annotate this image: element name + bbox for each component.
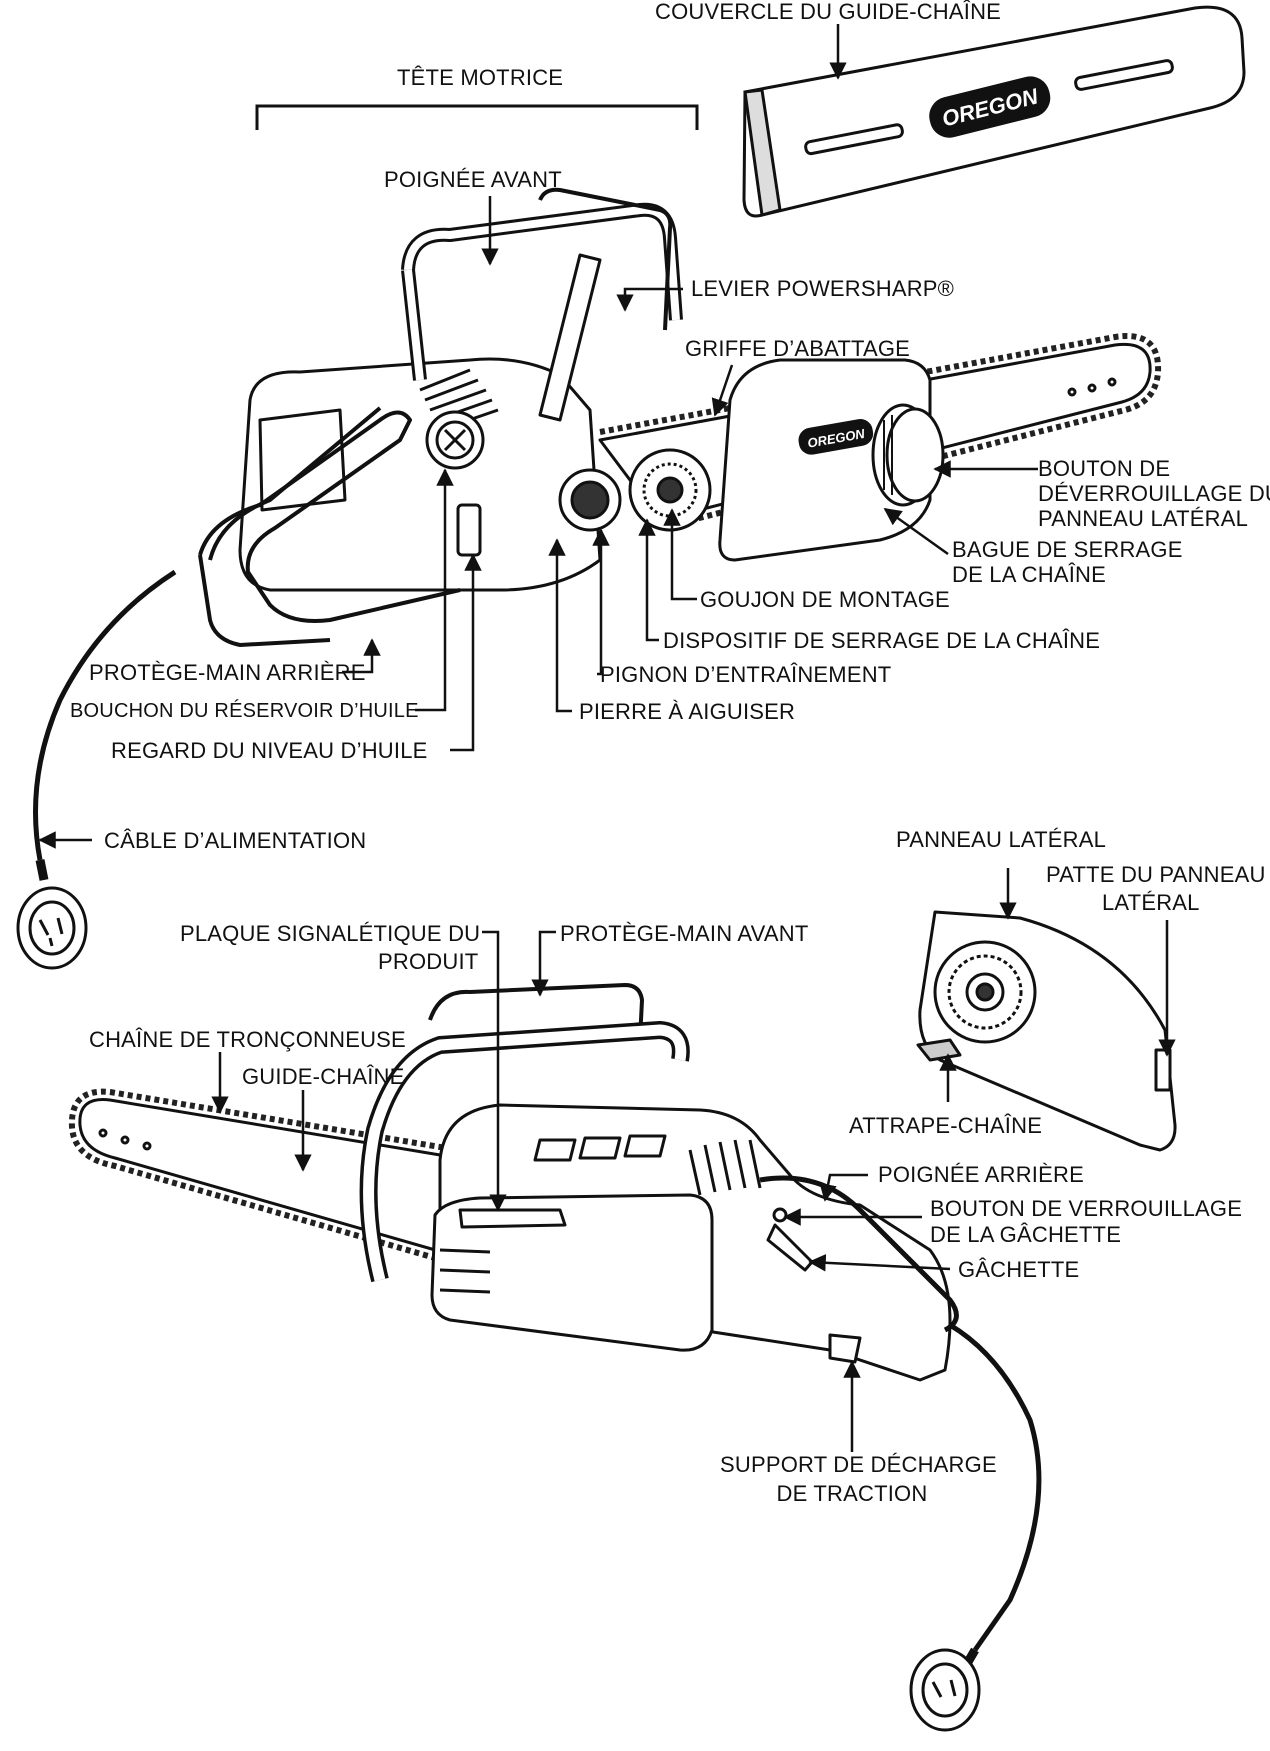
side-panel-drawing (916, 910, 1177, 1152)
label-trigger-lockout-2: DE LA GÂCHETTE (930, 1222, 1122, 1247)
leader-front-guard (531, 930, 556, 997)
leader-powersharp (616, 287, 683, 312)
label-rear-hand-guard: PROTÈGE-MAIN ARRIÈRE (89, 660, 366, 685)
label-power-cord: CÂBLE D’ALIMENTATION (104, 828, 367, 853)
label-chain-tensioner: DISPOSITIF DE SERRAGE DE LA CHAÎNE (663, 628, 1101, 653)
label-side-panel-tab-2: LATÉRAL (1102, 890, 1200, 915)
leader-drive-sprocket (592, 528, 610, 676)
label-front-handle: POIGNÉE AVANT (384, 167, 562, 192)
label-trigger-lockout-1: BOUTON DE VERROUILLAGE (930, 1196, 1243, 1221)
label-side-panel: PANNEAU LATÉRAL (896, 827, 1107, 852)
label-rear-handle: POIGNÉE ARRIÈRE (878, 1162, 1084, 1187)
leader-trigger (808, 1254, 951, 1272)
leader-rating-plate (482, 930, 507, 1212)
label-felling-spike: GRIFFE D’ABATTAGE (685, 336, 911, 361)
label-saw-chain: CHAÎNE DE TRONÇONNEUSE (89, 1027, 406, 1052)
bottom-chainsaw-drawing (68, 983, 1042, 1732)
label-sharpening-stone: PIERRE À AIGUISER (579, 699, 796, 724)
label-strain-relief-2: DE TRACTION (776, 1481, 928, 1506)
label-chain-catcher: ATTRAPE-CHAÎNE (849, 1113, 1043, 1138)
guide-bar-cover-drawing: OREGON (742, 5, 1246, 218)
label-mounting-stud: GOUJON DE MONTAGE (700, 587, 950, 612)
top-chainsaw-drawing: OREGON (16, 187, 1162, 970)
leader-tensioner (638, 518, 659, 642)
label-strain-relief-1: SUPPORT DE DÉCHARGE (720, 1452, 997, 1477)
label-tension-ring-1: BAGUE DE SERRAGE (952, 537, 1183, 562)
leader-mounting-stud (663, 508, 697, 601)
leader-oil-window (450, 553, 482, 752)
label-panel-release-3: PANNEAU LATÉRAL (1038, 506, 1249, 531)
leader-sharpening-stone (548, 538, 572, 713)
label-tension-ring-2: DE LA CHAÎNE (952, 562, 1107, 587)
leader-felling-spike (711, 364, 734, 417)
label-rating-plate-2: PRODUIT (378, 949, 479, 974)
leader-rear-handle (819, 1173, 868, 1202)
label-guide-cover: COUVERCLE DU GUIDE-CHAÎNE (655, 0, 1002, 24)
label-front-hand-guard: PROTÈGE-MAIN AVANT (560, 921, 809, 946)
leader-rear-guard (342, 638, 381, 674)
label-side-panel-tab-1: PATTE DU PANNEAU (1046, 862, 1266, 887)
label-oil-tank-cap: BOUCHON DU RÉSERVOIR D’HUILE (70, 700, 419, 722)
label-guide-bar: GUIDE-CHAÎNE (242, 1064, 405, 1089)
leader-tension-ring (883, 507, 949, 556)
label-trigger: GÂCHETTE (958, 1257, 1080, 1282)
leader-lines (38, 24, 1176, 1452)
leader-oil-cap (415, 468, 454, 712)
label-panel-release-1: BOUTON DE (1038, 456, 1171, 481)
label-drive-sprocket: PIGNON D’ENTRAÎNEMENT (600, 662, 892, 687)
label-rating-plate-1: PLAQUE SIGNALÉTIQUE DU (180, 921, 481, 946)
label-panel-release-2: DÉVERROUILLAGE DU (1038, 481, 1270, 506)
label-power-head: TÊTE MOTRICE (397, 65, 564, 90)
label-oil-level-window: REGARD DU NIVEAU D’HUILE (111, 738, 428, 763)
bracket-power-head (255, 104, 699, 130)
label-powersharp-lever: LEVIER POWERSHARP® (691, 276, 955, 301)
